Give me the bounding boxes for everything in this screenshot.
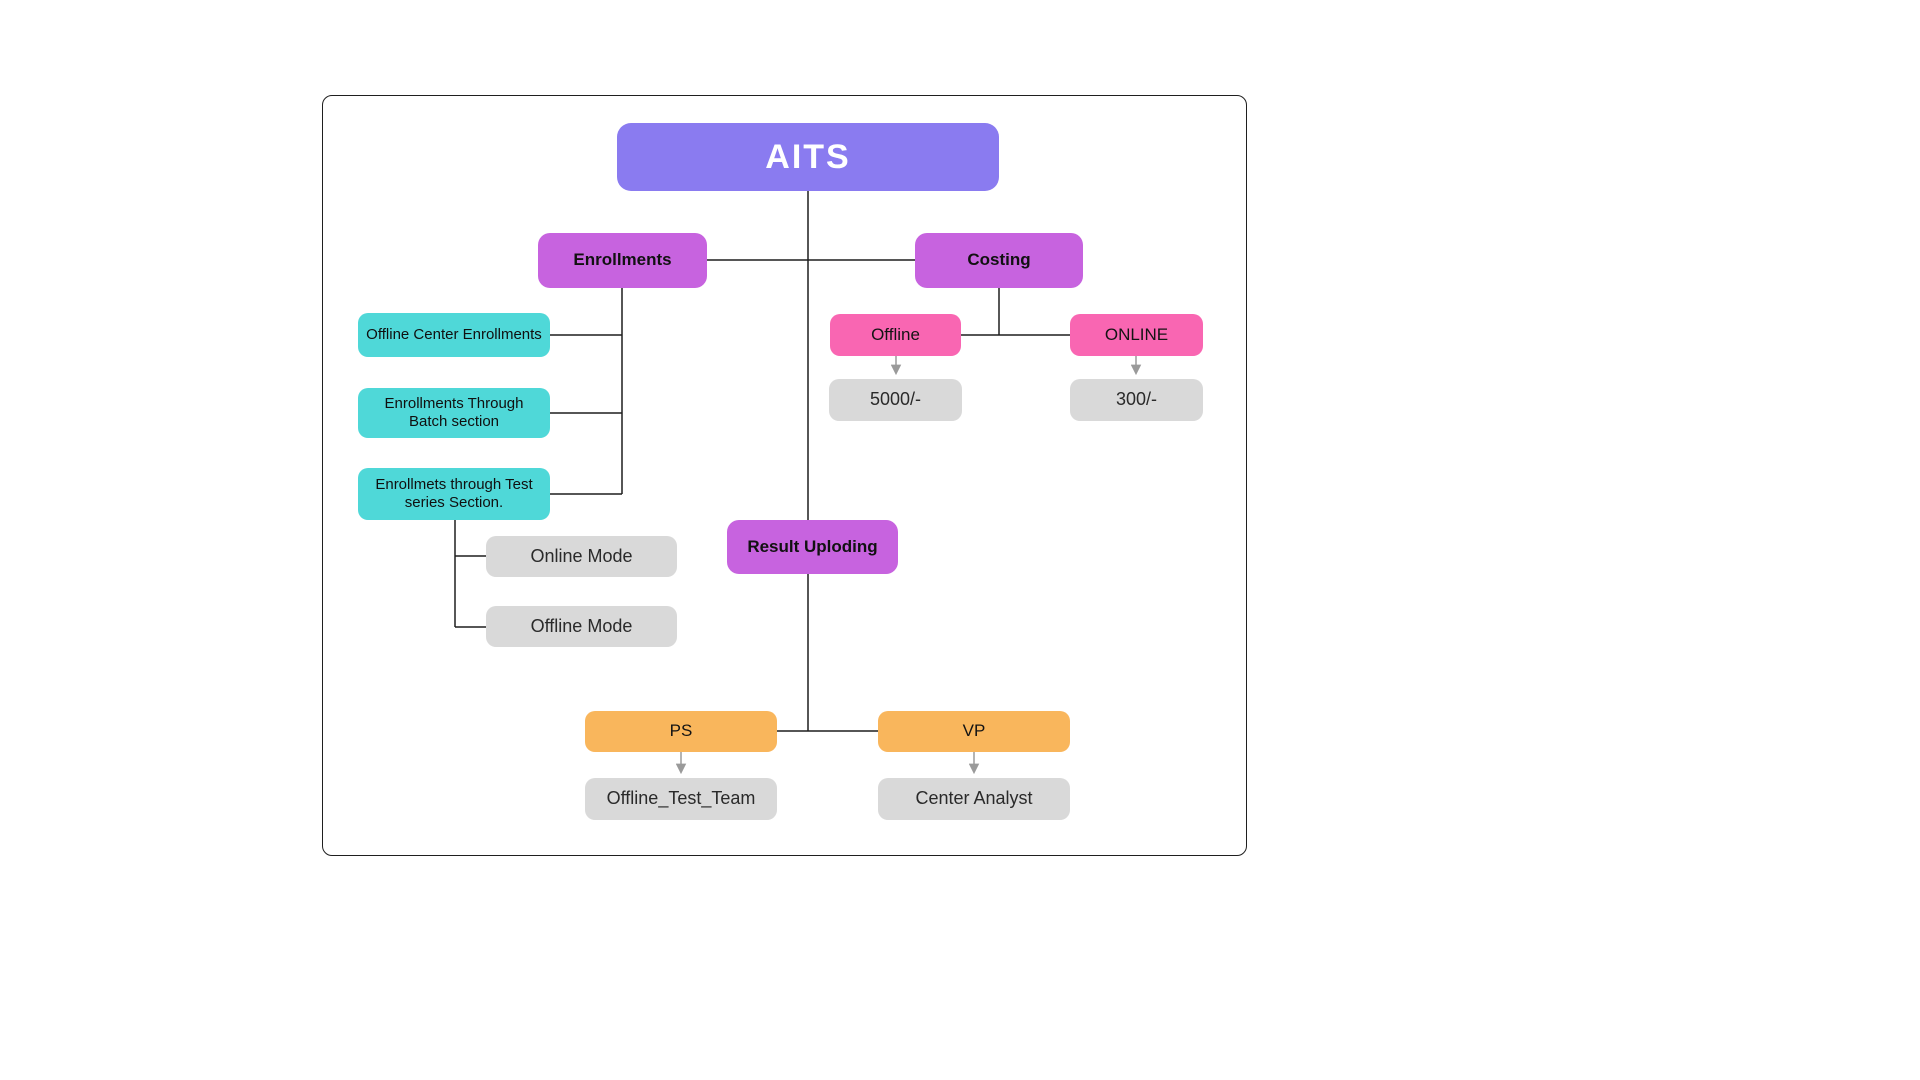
node-costing-offline: Offline bbox=[830, 314, 961, 356]
node-price-offline: 5000/- bbox=[829, 379, 962, 421]
node-ps: PS bbox=[585, 711, 777, 752]
node-price-online: 300/- bbox=[1070, 379, 1203, 421]
node-aits: AITS bbox=[617, 123, 999, 191]
node-online-mode: Online Mode bbox=[486, 536, 677, 577]
node-enrollments-test-series: Enrollmets through Test series Section. bbox=[358, 468, 550, 520]
diagram-frame bbox=[322, 95, 1247, 856]
node-enrollments: Enrollments bbox=[538, 233, 707, 288]
node-vp: VP bbox=[878, 711, 1070, 752]
node-offline-mode: Offline Mode bbox=[486, 606, 677, 647]
node-result-uploading: Result Uploding bbox=[727, 520, 898, 574]
node-offline-test-team: Offline_Test_Team bbox=[585, 778, 777, 820]
node-offline-center-enrollments: Offline Center Enrollments bbox=[358, 313, 550, 357]
node-costing: Costing bbox=[915, 233, 1083, 288]
node-enrollments-batch-section: Enrollments Through Batch section bbox=[358, 388, 550, 438]
node-costing-online: ONLINE bbox=[1070, 314, 1203, 356]
node-center-analyst: Center Analyst bbox=[878, 778, 1070, 820]
